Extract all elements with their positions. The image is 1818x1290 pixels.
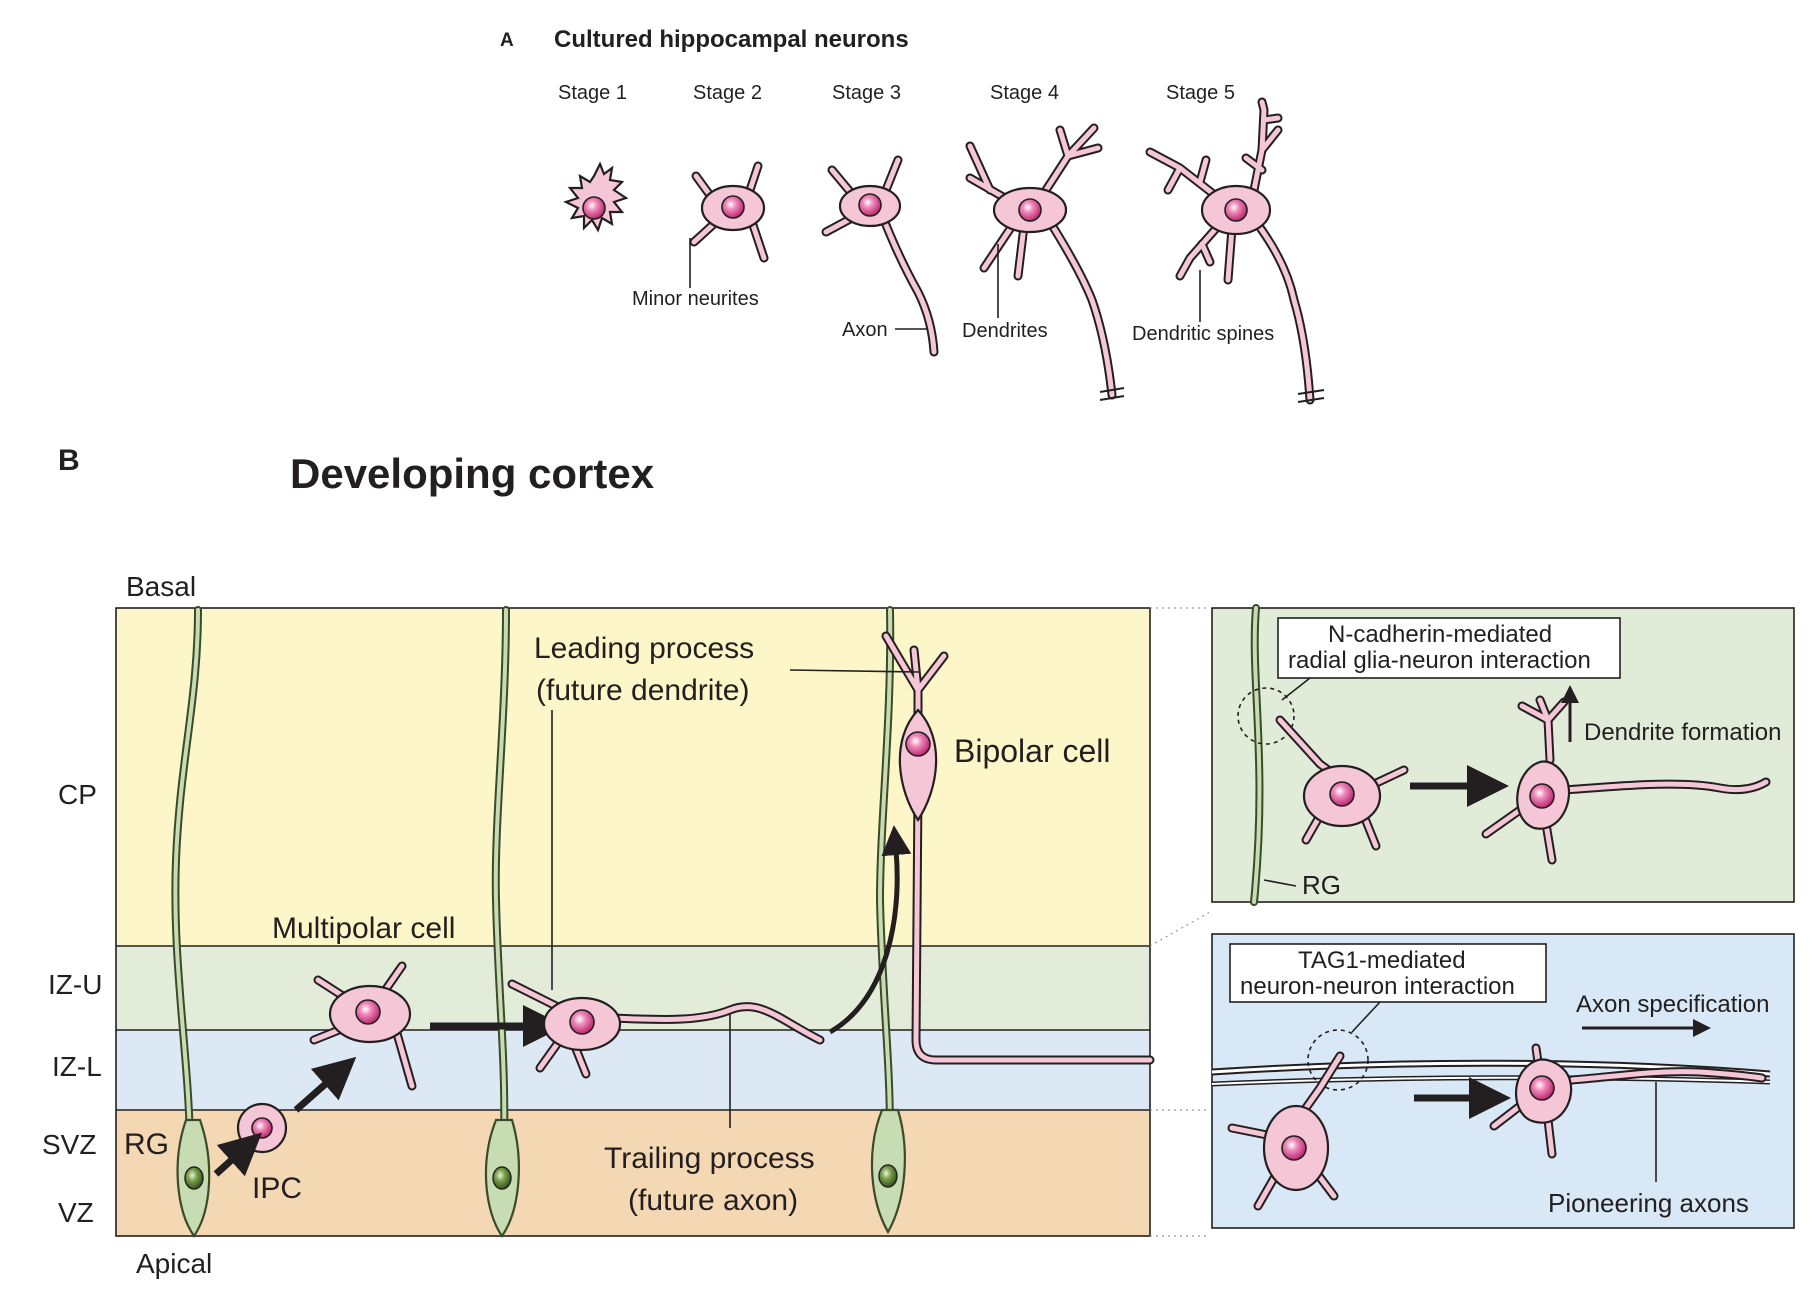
rg-nucleus [492, 1166, 512, 1190]
inset-top-box-line-2: radial glia-neuron interaction [1288, 647, 1591, 674]
inset-bottom-box-line-2: neuron-neuron interaction [1240, 973, 1515, 1000]
inset-bottom [1211, 933, 1795, 1229]
stage-1-cell [563, 161, 629, 233]
nucleus [582, 196, 606, 220]
stage-4-cell [965, 123, 1125, 401]
arrow-rg-to-ipc [213, 1132, 263, 1177]
rg-nucleus [184, 1166, 204, 1190]
bipolar-cell [881, 631, 1155, 1065]
nucleus [858, 193, 882, 217]
contact-circle [1237, 687, 1295, 745]
leading-process-label-1: Leading process [534, 632, 754, 665]
panel-a-title: Cultured hippocampal neurons [554, 26, 909, 53]
stage-2-label: Stage 2 [693, 82, 762, 104]
zone-label-cp: CP [58, 779, 97, 810]
radial-glia-2 [484, 606, 520, 1238]
leading-process-label-2: (future dendrite) [536, 674, 749, 707]
bipolar-label: Bipolar cell [954, 733, 1111, 769]
nucleus [1529, 783, 1555, 809]
inset-bottom-box-line-1: TAG1-mediated [1298, 947, 1466, 974]
stage-3-cell [821, 155, 939, 357]
panel-b-title: Developing cortex [290, 450, 655, 497]
panel-a-letter: A [500, 30, 514, 51]
inset-top-rg-label: RG [1302, 870, 1341, 900]
arrow-to-bipolar [828, 825, 912, 1035]
nucleus [1329, 781, 1355, 807]
nucleus [721, 195, 745, 219]
rg-label: RG [124, 1128, 169, 1161]
rg-nucleus [878, 1164, 898, 1188]
axon-label: Axon [842, 319, 888, 341]
inset-top-box-line-1: N-cadherin-mediated [1328, 621, 1552, 648]
arrow-ipc-to-multipolar [293, 1056, 357, 1113]
axon-specification-label: Axon specification [1576, 991, 1769, 1018]
multipolar-label: Multipolar cell [272, 912, 455, 945]
dendrite-formation-label: Dendrite formation [1584, 719, 1781, 746]
dendritic-spines-label: Dendritic spines [1132, 323, 1274, 345]
nucleus [1281, 1135, 1307, 1161]
minor-neurites-label: Minor neurites [632, 288, 759, 310]
zone-cp [116, 608, 1150, 946]
nucleus [1018, 198, 1042, 222]
panel-b-letter: B [58, 444, 80, 477]
stage-1-label: Stage 1 [558, 82, 627, 104]
apical-label: Apical [136, 1248, 212, 1279]
stage-3-label: Stage 3 [832, 82, 901, 104]
cortex-zones [115, 607, 1151, 1237]
axis-break [1099, 387, 1125, 401]
stage-4-label: Stage 4 [990, 82, 1059, 104]
zone-iz-l [116, 1030, 1150, 1110]
ipc-label: IPC [252, 1172, 302, 1205]
zoom-guide [1149, 911, 1211, 947]
zone-label-svz: SVZ [42, 1129, 96, 1160]
nucleus [569, 1009, 595, 1035]
inset-bottom-callout-box [1229, 943, 1547, 1003]
zone-svz-vz [116, 1110, 1150, 1236]
radial-glia-1 [171, 606, 211, 1238]
stage-2-cell [689, 161, 769, 263]
nucleus [1224, 198, 1248, 222]
multipolar-cell [309, 961, 417, 1091]
leader-leading-to-bipolar [789, 669, 921, 673]
axis-break [1297, 389, 1325, 403]
inset-top [1211, 604, 1795, 906]
dendrites-label: Dendrites [962, 320, 1048, 342]
nucleus [355, 999, 381, 1025]
basal-label: Basal [126, 571, 196, 602]
radial-glia-3 [870, 606, 906, 1235]
nucleus [1529, 1075, 1555, 1101]
zone-label-vz: VZ [58, 1197, 94, 1228]
zone-label-iz-u: IZ-U [48, 969, 102, 1000]
stage-5-label: Stage 5 [1166, 82, 1235, 104]
transitioning-cell [507, 979, 825, 1079]
trailing-process-label-1: Trailing process [604, 1142, 815, 1175]
stage-5-cell [1145, 97, 1325, 405]
trailing-process-label-2: (future axon) [628, 1184, 798, 1217]
contact-circle [1307, 1029, 1369, 1091]
pioneering-axons-label: Pioneering axons [1548, 1188, 1749, 1218]
zone-label-iz-l: IZ-L [52, 1051, 102, 1082]
ipc-cell [236, 1102, 288, 1154]
nucleus [251, 1117, 273, 1139]
nucleus [905, 731, 931, 757]
inset-top-callout-box [1277, 617, 1621, 679]
